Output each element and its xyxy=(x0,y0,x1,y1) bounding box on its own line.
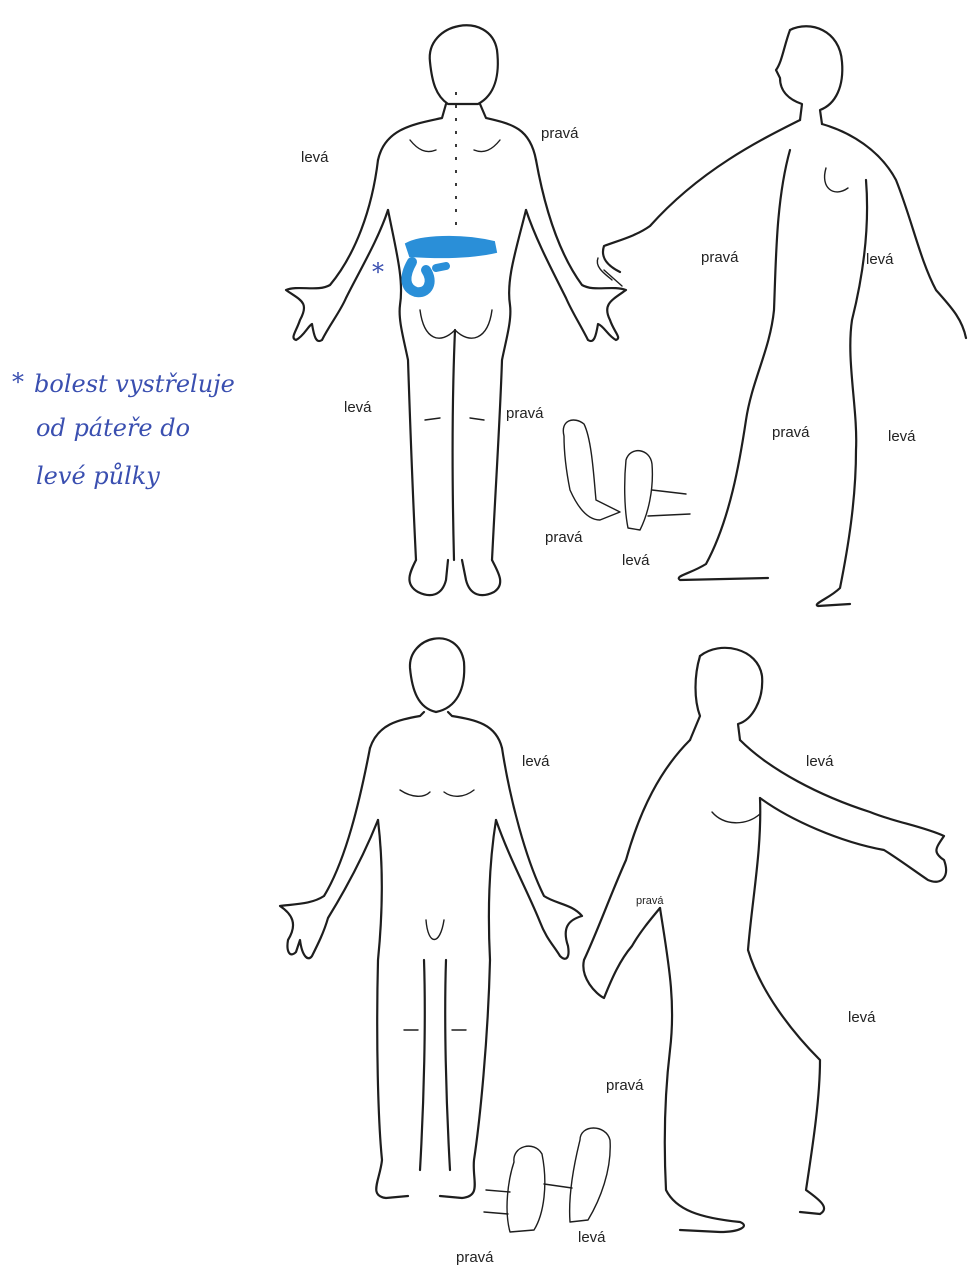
pain-marking xyxy=(406,237,496,292)
label-right-foot-bottom: pravá xyxy=(456,1249,494,1266)
label-left-back-lower: levá xyxy=(344,399,372,416)
body-figure-side-2 xyxy=(583,648,946,1232)
body-figure-side xyxy=(597,26,966,606)
label-left-side2-arm: levá xyxy=(806,753,834,770)
label-left-side-leg: levá xyxy=(888,428,916,445)
handwritten-note: * * bolest vystřeluje od páteře do levé … xyxy=(12,258,384,490)
label-right-side2-leg: pravá xyxy=(606,1077,644,1094)
feet-soles-top xyxy=(563,420,690,530)
note-line-2: od páteře do xyxy=(36,414,190,442)
label-right-side2-arm: pravá xyxy=(636,895,664,907)
label-left-side2-leg: levá xyxy=(848,1009,876,1026)
feet-soles-bottom xyxy=(484,1128,610,1232)
label-right-side-leg: pravá xyxy=(772,424,810,441)
body-figure-back xyxy=(286,25,626,595)
note-line-3: levé půlky xyxy=(36,462,160,490)
body-figure-front xyxy=(280,638,582,1198)
label-right-back-lower: pravá xyxy=(506,405,544,422)
label-right-back-upper: pravá xyxy=(541,125,579,142)
label-left-side-torso: levá xyxy=(866,251,894,268)
label-left-foot-bottom: levá xyxy=(578,1229,606,1246)
note-marker: * xyxy=(12,368,24,396)
label-right-side-arm: pravá xyxy=(701,249,739,266)
label-left-back-upper: levá xyxy=(301,149,329,166)
note-marker-body: * xyxy=(372,258,384,286)
label-right-foot-top: pravá xyxy=(545,529,583,546)
label-left-foot-top: levá xyxy=(622,552,650,569)
label-left-front: levá xyxy=(522,753,550,770)
note-line-1: bolest vystřeluje xyxy=(34,370,235,398)
